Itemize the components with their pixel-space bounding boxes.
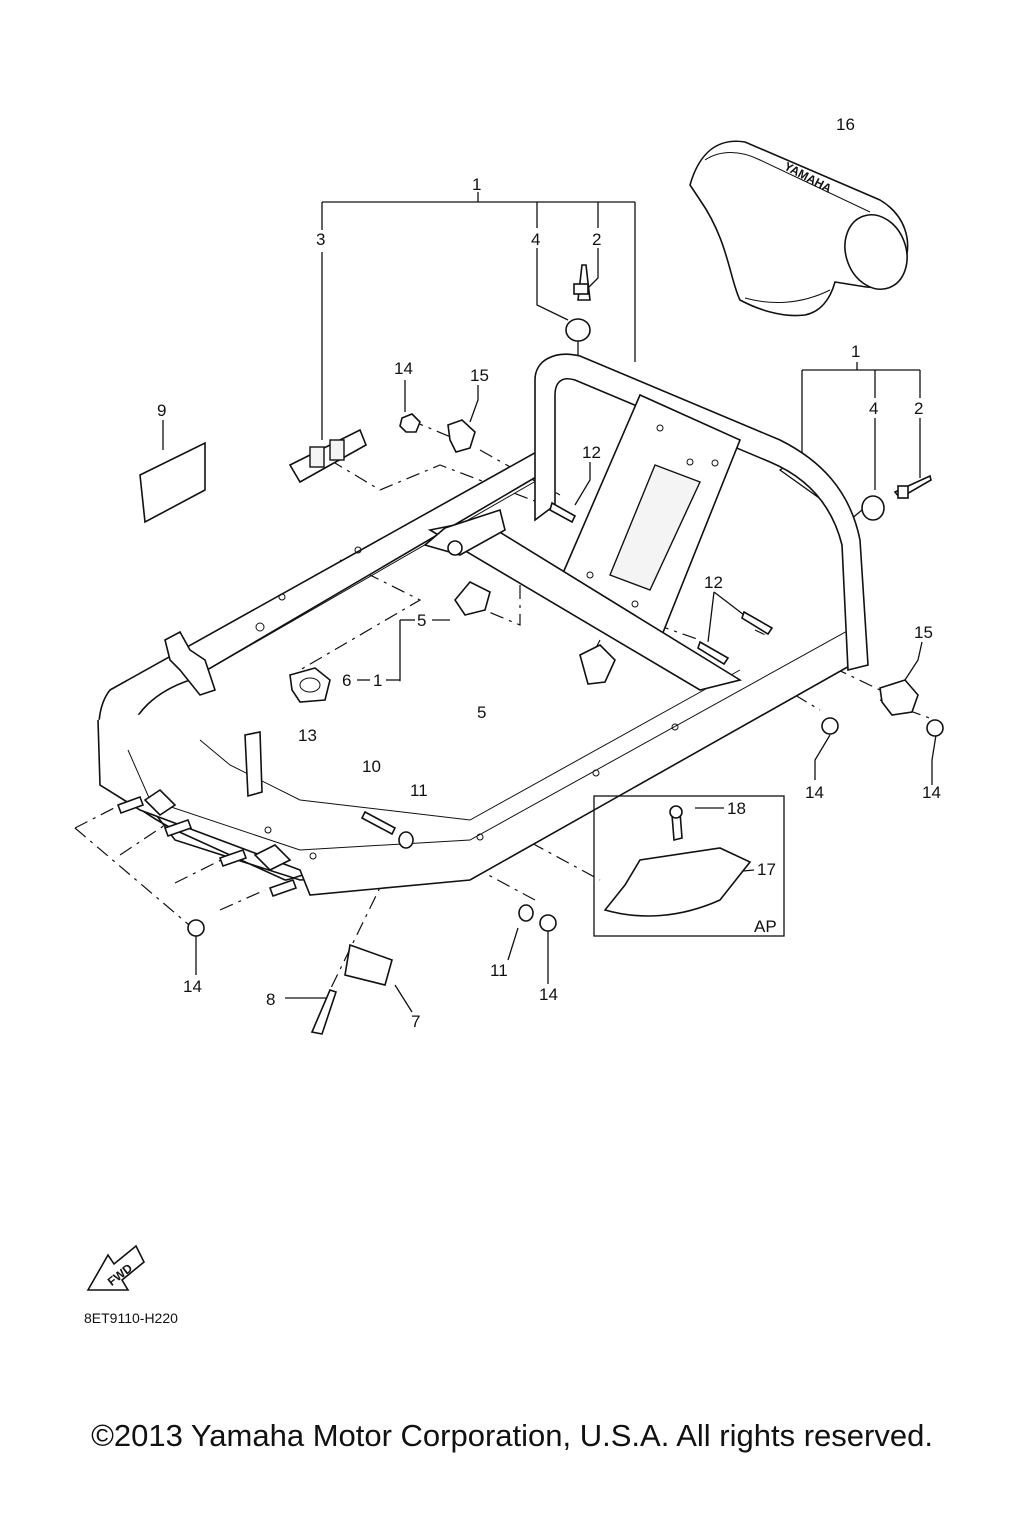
callout-8: 8 — [266, 990, 275, 1009]
callout-4-right: 4 — [869, 399, 878, 418]
callout-3: 3 — [316, 230, 325, 249]
callout-18: 18 — [727, 799, 746, 818]
callout-11-upper: 11 — [410, 781, 428, 800]
callout-17: 17 — [757, 860, 776, 879]
callout-1-right: 1 — [851, 342, 860, 361]
callout-12-upper: 12 — [582, 443, 601, 462]
callout-12-lower: 12 — [704, 573, 723, 592]
callout-11-lower: 11 — [490, 961, 508, 980]
callout-15-right: 15 — [914, 623, 933, 642]
main-frame — [97, 353, 869, 896]
reference-code: 8ET9110-H220 — [84, 1310, 178, 1326]
ap-inset-frame — [593, 795, 785, 937]
callout-15-top: 15 — [470, 366, 489, 385]
callout-ap: AP — [754, 917, 777, 936]
fwd-arrow-icon: FWD — [86, 1244, 146, 1291]
callout-1-mid: 1 — [373, 671, 382, 690]
callout-numbers: 16 1 3 4 2 1 4 2 14 15 9 12 12 15 5 6 1 … — [157, 115, 941, 1031]
callout-9: 9 — [157, 401, 166, 420]
callout-10: 10 — [362, 757, 381, 776]
callout-13: 13 — [298, 726, 317, 745]
callout-14-right-a: 14 — [805, 783, 824, 802]
copyright-notice: ©2013 Yamaha Motor Corporation, U.S.A. A… — [91, 1418, 933, 1453]
callout-14-top: 14 — [394, 359, 413, 378]
callout-7: 7 — [411, 1012, 420, 1031]
callout-5-lower: 5 — [477, 703, 486, 722]
callout-5-upper: 5 — [417, 611, 426, 630]
callout-1-top: 1 — [472, 175, 481, 194]
callout-14-bottom: 14 — [539, 985, 558, 1004]
callout-14-bottom-left: 14 — [183, 977, 202, 996]
callout-16: 16 — [836, 115, 855, 134]
callout-4-top: 4 — [531, 230, 540, 249]
callout-6: 6 — [342, 671, 351, 690]
small-parts — [116, 264, 944, 1035]
callout-14-right-b: 14 — [922, 783, 941, 802]
callout-2-right: 2 — [914, 399, 923, 418]
callout-2-top: 2 — [592, 230, 601, 249]
handlebar-pad: YAMAHA — [689, 140, 909, 317]
